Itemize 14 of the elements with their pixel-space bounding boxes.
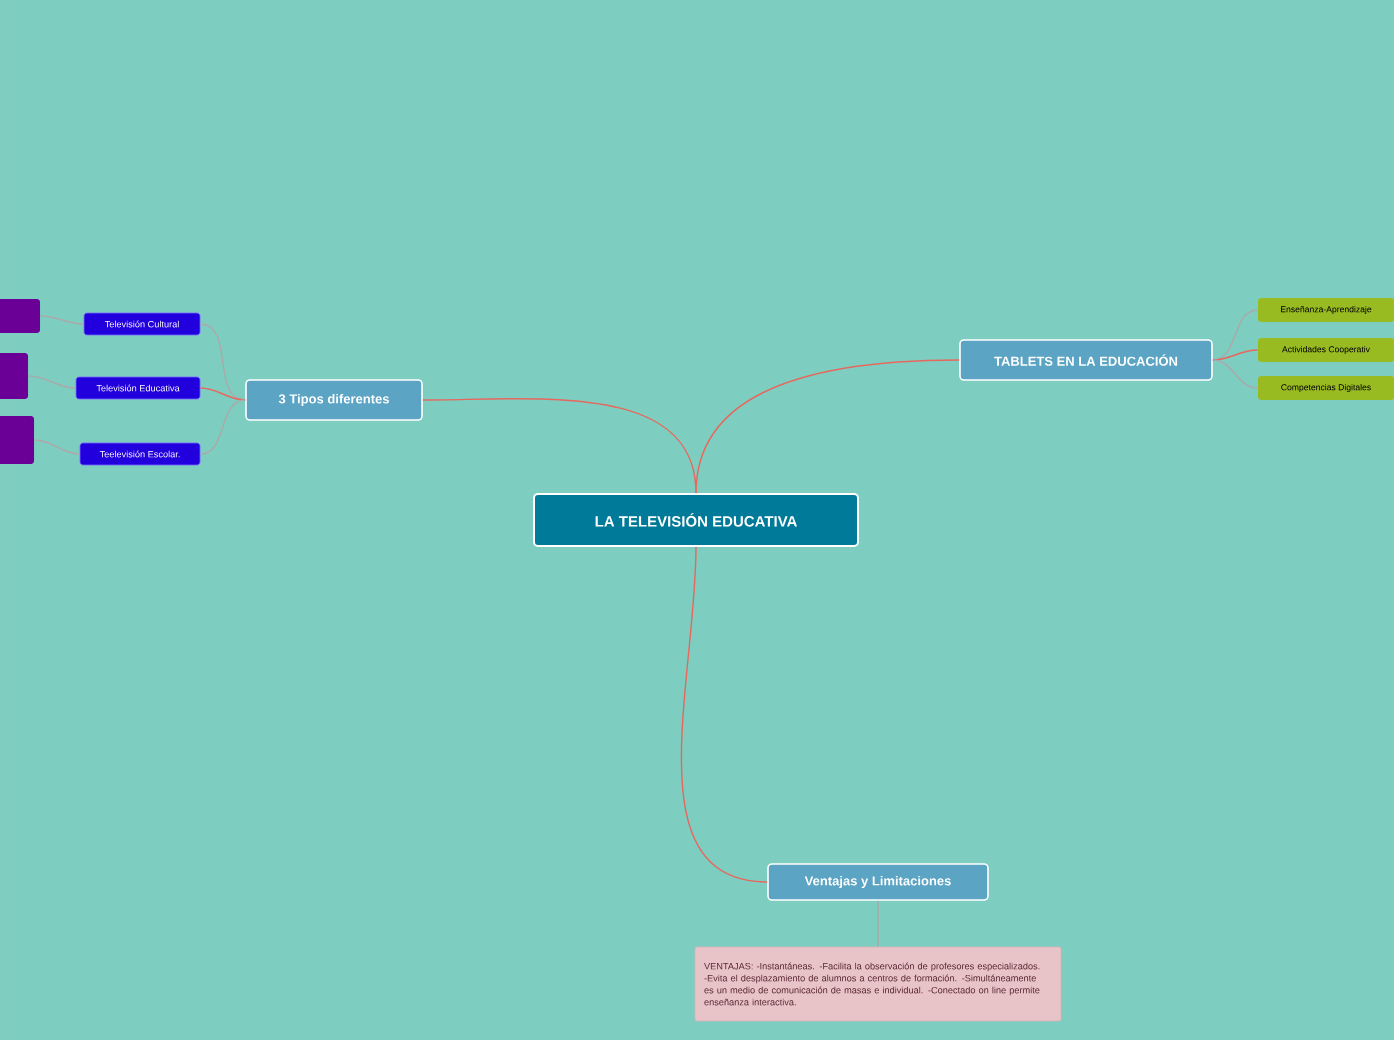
connector-line [1212,309,1259,361]
connector-line [33,439,81,455]
connector-line [39,315,85,325]
connector-line [199,323,246,401]
connector-line [1212,359,1259,389]
connector-line [199,399,246,455]
subtopic-box [0,416,34,464]
connector-line [199,387,246,401]
connector-line [680,546,768,883]
connector-line [27,375,77,389]
connector-line [1212,349,1259,361]
subtopic-box [0,299,40,333]
connector-line [695,359,960,494]
subtopic-box [0,353,28,399]
